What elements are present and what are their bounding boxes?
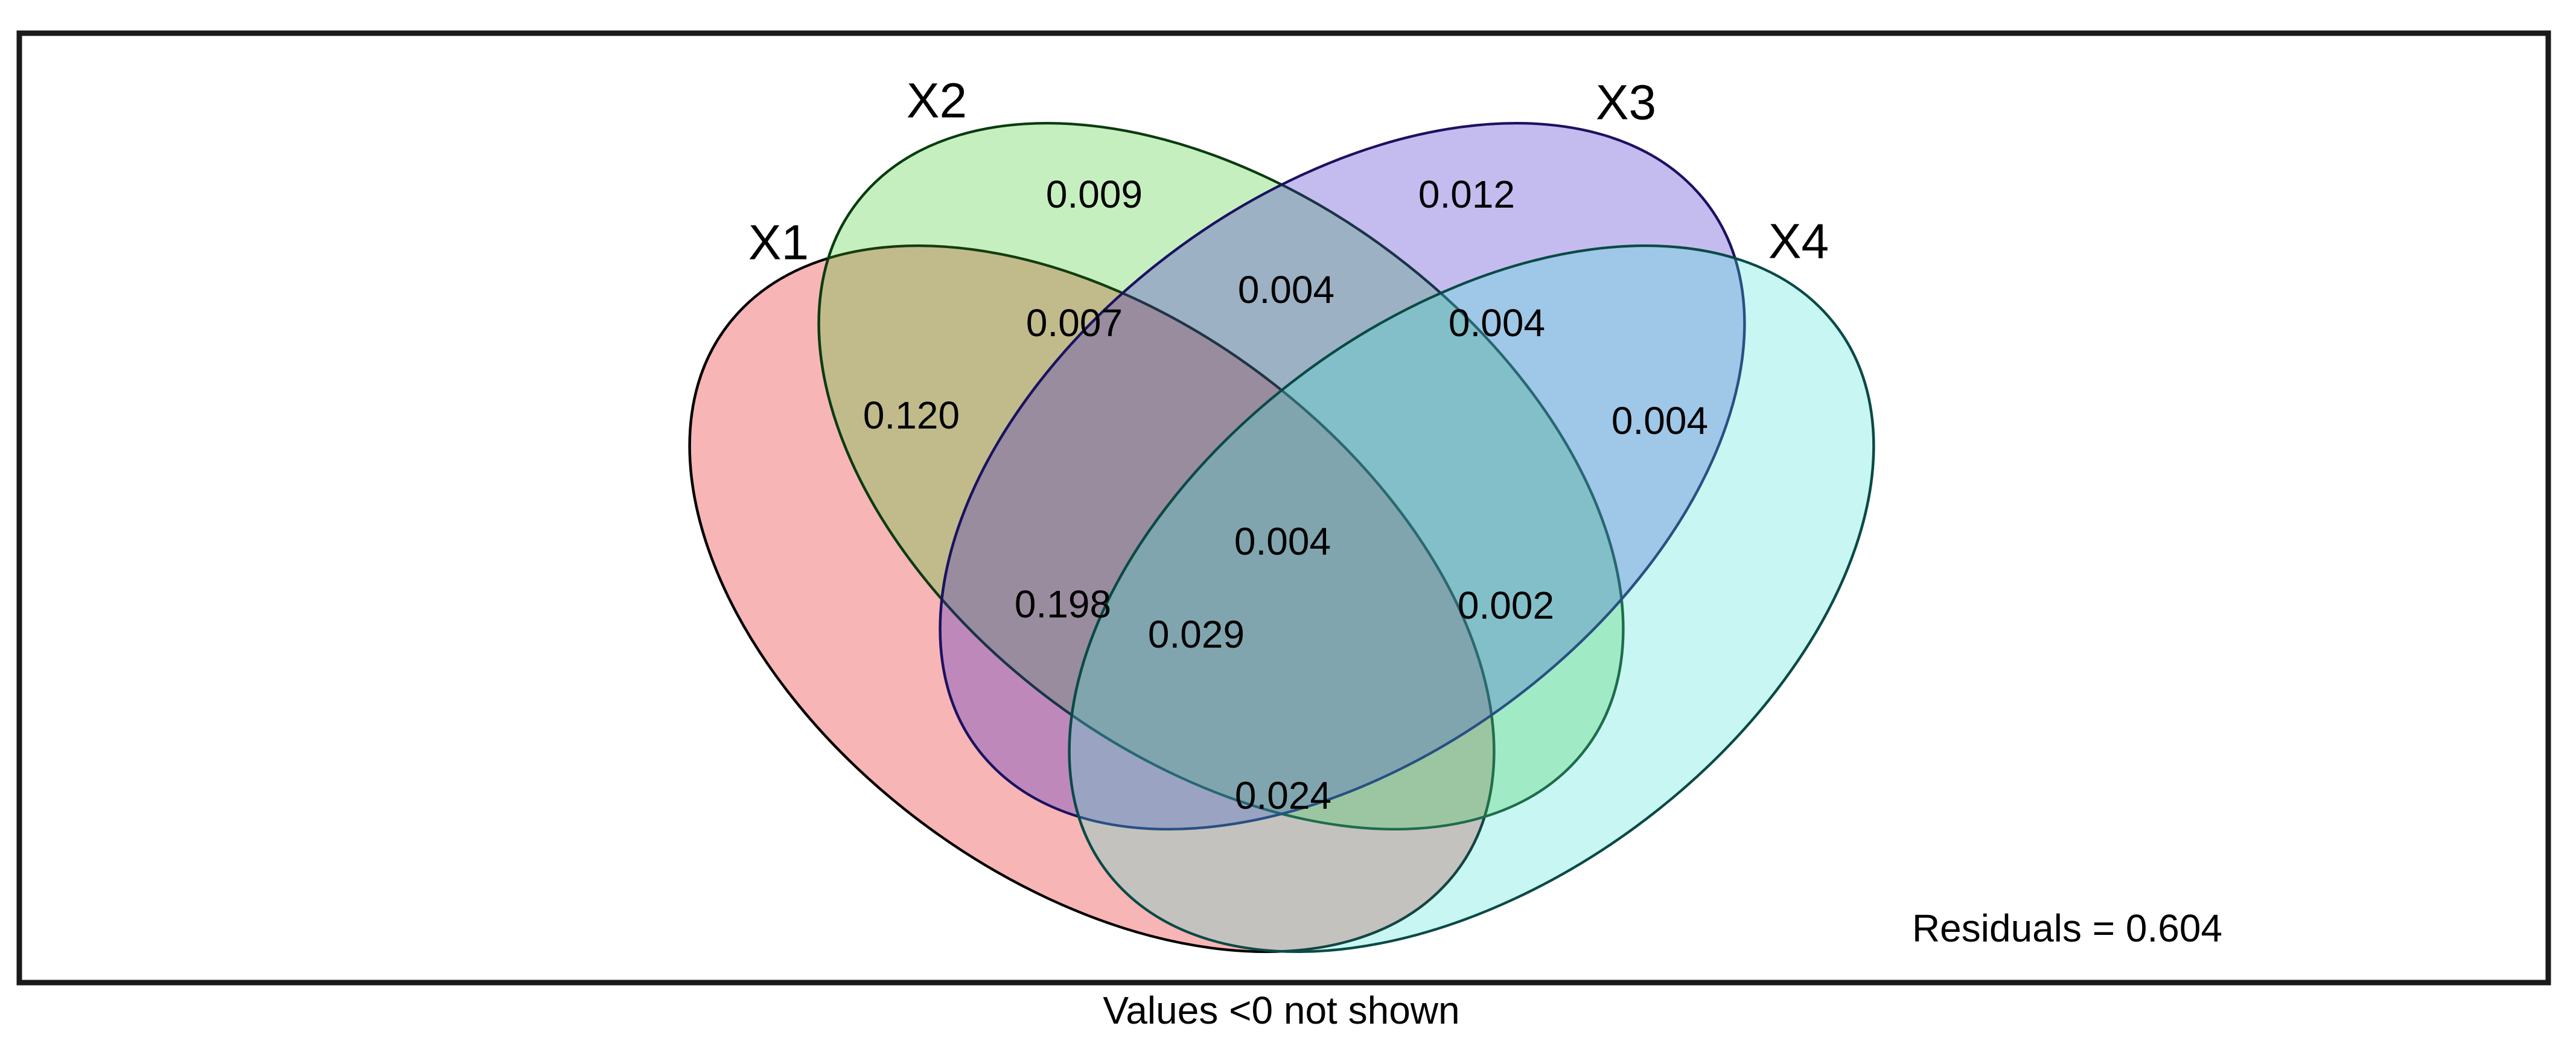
- venn-ellipse-X4: [1068, 244, 1875, 953]
- set-label-X3: X3: [1596, 75, 1656, 130]
- fraction-value-X3∩X4: 0.004: [1449, 301, 1545, 345]
- fraction-value-X1∩X2: 0.007: [1026, 301, 1123, 345]
- set-label-X1: X1: [748, 215, 809, 270]
- residuals-label: Residuals = 0.604: [1912, 907, 2222, 950]
- fraction-value-X2∩X3: 0.004: [1238, 268, 1334, 311]
- fraction-value-X3: 0.012: [1418, 173, 1515, 216]
- plot-box-border: [16, 30, 2551, 986]
- fraction-value-X4: 0.004: [1612, 399, 1708, 442]
- fraction-value-X2: 0.009: [1046, 173, 1143, 216]
- set-label-X4: X4: [1768, 214, 1829, 269]
- footnote-label: Values <0 not shown: [1103, 989, 1459, 1032]
- fraction-value-X2∩X4: 0.002: [1458, 584, 1554, 627]
- venn-ellipses: [688, 122, 1875, 953]
- fraction-value-X1: 0.120: [863, 394, 960, 437]
- fraction-value-X1∩X2∩X3∩X4: 0.004: [1234, 520, 1331, 563]
- venn-ellipse-X2: [817, 122, 1625, 830]
- set-label-X2: X2: [907, 74, 967, 129]
- venn-ellipse-X1: [688, 244, 1496, 953]
- venn-ellipse-X3: [939, 122, 1746, 830]
- fraction-value-X1∩X4: 0.024: [1235, 774, 1331, 817]
- fraction-value-X1∩X3: 0.198: [1015, 582, 1111, 626]
- fraction-value-X1∩X3∩X4: 0.029: [1148, 613, 1245, 656]
